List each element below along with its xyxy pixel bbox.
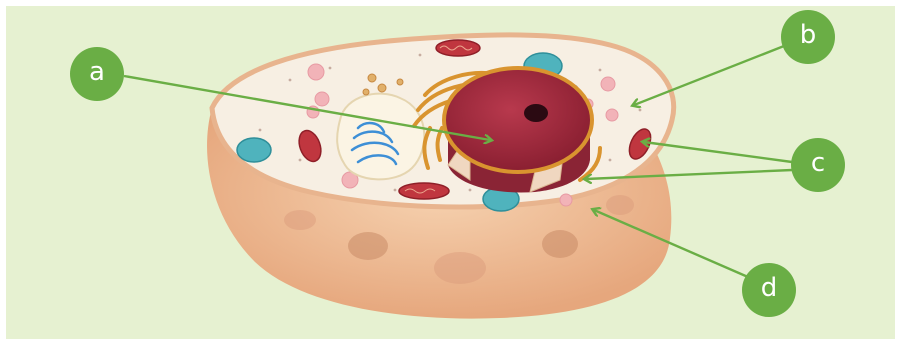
marker-b: b xyxy=(781,10,835,64)
marker-c-label: c xyxy=(811,148,825,178)
marker-b-label: b xyxy=(800,20,817,50)
nucleolus xyxy=(524,104,548,122)
rough-er-area xyxy=(337,94,424,180)
nucleus xyxy=(444,68,592,193)
animal-cell xyxy=(207,35,674,319)
marker-c: c xyxy=(791,138,845,192)
marker-d-label: d xyxy=(761,273,778,303)
marker-a-label: a xyxy=(89,57,105,87)
marker-d: d xyxy=(742,263,796,317)
marker-a: a xyxy=(70,47,124,101)
